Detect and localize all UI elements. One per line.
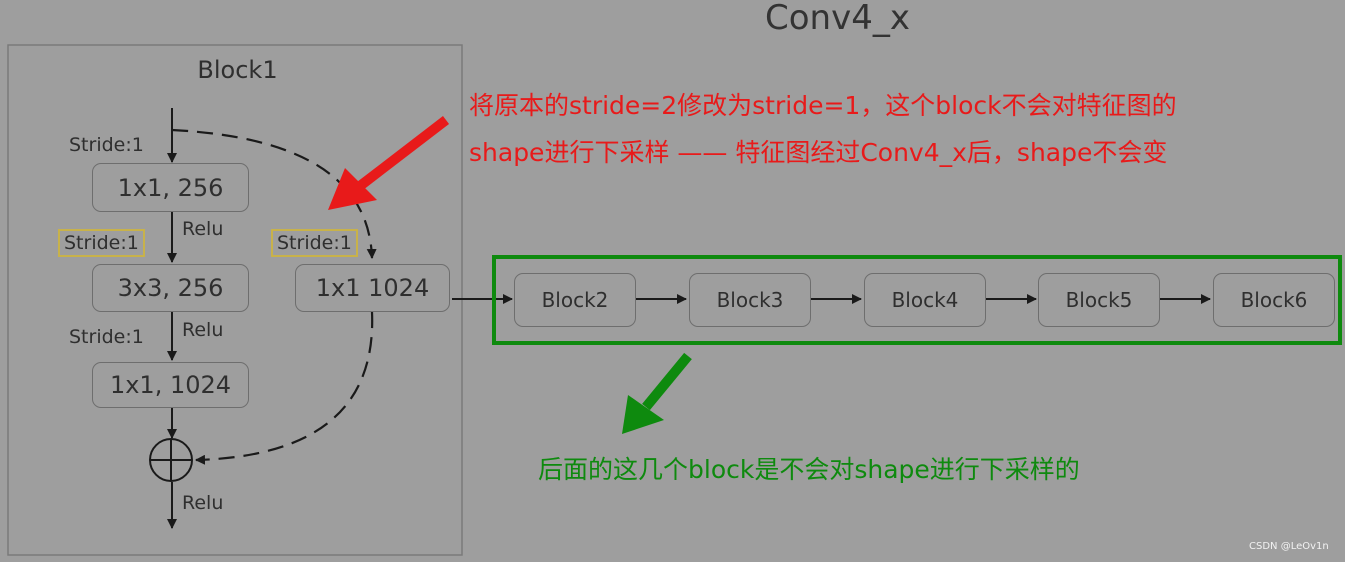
red-annotation-line1: 将原本的stride=2修改为stride=1，这个block不会对特征图的 (469, 91, 1177, 120)
block6-box: Block6 (1213, 273, 1335, 327)
block2-box: Block2 (514, 273, 636, 327)
diagram-title: Conv4_x (765, 0, 910, 38)
shortcut-path-bottom (195, 311, 374, 465)
red-annotation-line2: shape进行下采样 —— 特征图经过Conv4_x后，shape不会变 (469, 138, 1168, 167)
block5-label: Block5 (1065, 288, 1133, 312)
green-annotation: 后面的这几个block是不会对shape进行下采样的 (538, 455, 1080, 484)
block4-label: Block4 (891, 288, 959, 312)
conv1-label: 1x1, 256 (117, 173, 224, 202)
block3-box: Block3 (689, 273, 811, 327)
green-pointer-shaft (642, 352, 692, 411)
stride-label-conv2: Stride:1 (58, 229, 145, 257)
block4-box: Block4 (864, 273, 986, 327)
conv1-box: 1x1, 256 (92, 163, 249, 212)
stride-label-conv1: Stride:1 (69, 134, 144, 156)
shortcut-conv-box: 1x1 1024 (295, 264, 450, 312)
conv2-box: 3x3, 256 (92, 264, 249, 312)
block3-label: Block3 (716, 288, 784, 312)
conv2-label: 3x3, 256 (117, 274, 224, 302)
block2-label: Block2 (541, 288, 609, 312)
green-pointer-arrow-icon (622, 395, 664, 434)
red-pointer-shaft (356, 116, 450, 190)
stride-label-shortcut: Stride:1 (271, 229, 358, 257)
shortcut-conv-label: 1x1 1024 (315, 274, 430, 302)
stride-label-conv3: Stride:1 (69, 326, 144, 348)
red-pointer-arrow-icon (328, 168, 377, 210)
relu-label-2: Relu (182, 319, 224, 341)
shortcut-path-top (171, 128, 377, 259)
relu-label-3: Relu (182, 492, 224, 514)
block6-label: Block6 (1240, 288, 1308, 312)
block1-title: Block1 (197, 56, 278, 84)
conv3-box: 1x1, 1024 (92, 362, 249, 408)
block5-box: Block5 (1038, 273, 1160, 327)
conv3-label: 1x1, 1024 (109, 371, 232, 399)
watermark: CSDN @LeOv1n (1249, 541, 1329, 552)
chain-highlight-frame (492, 255, 1342, 345)
relu-label-1: Relu (182, 218, 224, 240)
